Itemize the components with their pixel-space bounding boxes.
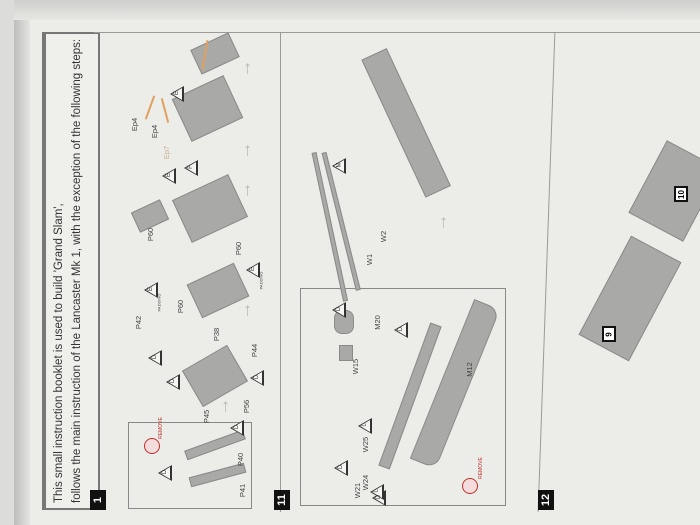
top-rule	[94, 32, 700, 33]
triangle-letter: D	[162, 469, 169, 475]
triangle-letter: D	[398, 326, 405, 332]
part-label: Ep7	[162, 145, 172, 160]
seat-shape	[190, 32, 240, 75]
decal-triangle-d	[148, 350, 162, 366]
decal-triangle-l	[370, 484, 384, 500]
part-label: P42	[134, 315, 144, 330]
padding-note: PADDING	[258, 271, 264, 290]
part-label: W24	[361, 474, 371, 491]
fuselage-floor-shape	[578, 235, 682, 362]
intro-line-2: follows the main instruction of the Lanc…	[71, 38, 83, 503]
triangle-letter: E	[148, 286, 155, 292]
fuselage-section-shape	[628, 140, 700, 242]
assembly-arrow: →	[234, 141, 255, 160]
part-label: P56	[242, 399, 252, 414]
part-label: P45	[202, 409, 212, 424]
decal-triangle-m	[332, 158, 346, 174]
part-label: P40	[236, 452, 246, 467]
triangle-letter: L	[373, 489, 380, 493]
assembly-arrow: →	[430, 213, 451, 232]
instruction-page: This small instruction booklet is used t…	[14, 0, 700, 525]
triangle-letter: L	[361, 423, 368, 427]
remove-label: REMOVE	[477, 457, 484, 479]
floor-assembly-shape	[361, 48, 451, 198]
step-divider-2	[537, 32, 556, 512]
assembly-arrow: →	[234, 59, 255, 78]
part-label: P38	[212, 327, 222, 342]
assembly-arrow: →	[212, 397, 233, 416]
part-label: P44	[250, 343, 260, 358]
triangle-letter: F	[187, 165, 194, 169]
decal-triangle-e	[144, 282, 158, 298]
step-11-inset	[300, 288, 506, 506]
part-label: W15	[351, 358, 361, 375]
remove-icon	[144, 438, 160, 454]
decal-triangle-e	[170, 86, 184, 102]
step-divider-1	[280, 32, 281, 512]
triangle-letter: D	[338, 464, 345, 470]
triangle-letter: D	[234, 424, 241, 430]
belt-shape	[160, 98, 170, 123]
intro-box	[42, 32, 100, 510]
step-1-badge: 1	[90, 490, 106, 510]
intro-text: This small instruction booklet is used t…	[50, 33, 86, 503]
triangle-letter: E	[174, 90, 181, 96]
decal-triangle-d	[166, 374, 180, 390]
part-label: P60	[146, 227, 156, 242]
decal-triangle-d	[230, 420, 244, 436]
callout-10: 10	[674, 186, 688, 202]
triangle-letter: M	[336, 162, 343, 168]
step-1-inset	[128, 422, 252, 509]
decal-triangle-d	[250, 370, 264, 386]
triangle-letter: D	[152, 354, 159, 360]
decal-triangle-d	[332, 302, 346, 318]
step-11-badge: 11	[274, 490, 290, 510]
page-top-edge	[14, 0, 700, 20]
intro-line-1: This small instruction booklet is used t…	[53, 203, 65, 503]
triangle-letter: D	[254, 374, 261, 380]
decal-triangle-l	[358, 418, 372, 434]
triangle-letter: D	[376, 494, 383, 500]
part-label: P60	[176, 299, 186, 314]
assembly-arrow: →	[234, 181, 255, 200]
triangle-letter: D	[336, 306, 343, 312]
triangle-letter: E	[250, 266, 257, 272]
decal-triangle-d	[394, 322, 408, 338]
part-label: M12	[464, 362, 474, 377]
remove-icon	[462, 478, 478, 494]
step-12-badge: 12	[538, 490, 554, 510]
belt-shape	[144, 95, 156, 120]
triangle-letter: E	[166, 172, 173, 178]
part-label: Ep4	[150, 124, 160, 139]
part-label: W1	[365, 253, 375, 266]
page-edge	[14, 0, 30, 525]
part-label: Ep4	[130, 117, 140, 132]
part-label: W2	[379, 230, 389, 243]
part-label: M20	[372, 315, 382, 330]
part-w15-shape	[339, 345, 353, 361]
decal-triangle-d	[158, 465, 172, 481]
decal-triangle-e	[162, 168, 176, 184]
decal-triangle-f	[184, 160, 198, 176]
padding-note: PADDING	[156, 293, 162, 312]
part-label: W25	[361, 436, 371, 453]
decal-triangle-e	[246, 262, 260, 278]
assembly-arrow: →	[234, 301, 255, 320]
decal-triangle-d	[334, 460, 348, 476]
part-label: P60	[234, 241, 244, 256]
triangle-letter: D	[170, 378, 177, 384]
part-label: P41	[238, 483, 248, 498]
callout-9: 9	[602, 326, 616, 342]
remove-label: REMOVE	[157, 417, 164, 439]
